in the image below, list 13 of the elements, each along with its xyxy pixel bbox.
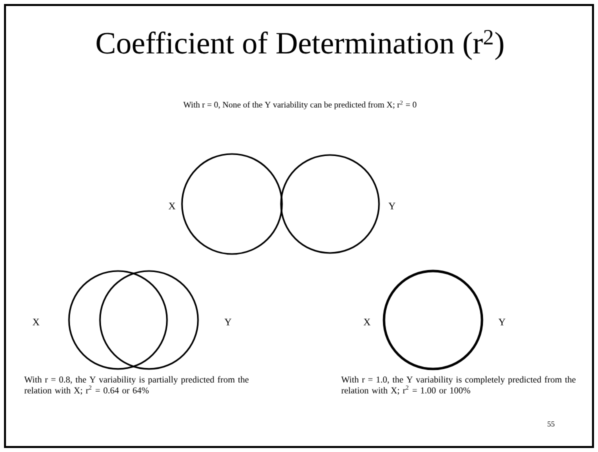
set-label: Y [224,318,232,326]
subtitle: With r = 0, None of the Y variability can be predicted from X; r$^{2}$ = 0 [183,100,416,110]
set-label: X [364,318,370,326]
set-circle [99,270,199,370]
title: Coefficient of Determination (r$^{2}$) [96,30,504,60]
set-label: Y [388,202,396,210]
set-label: X [32,318,40,326]
set-circle [68,270,168,370]
set-circle [181,153,283,255]
description-text: With r = 0.8, the Y variability is partially predicted from the relation with X; r$^{2}$ = 0.64 or 64% [24,376,249,395]
set-circle [382,270,484,370]
set-label: Y [498,318,506,326]
set-circle [280,154,380,254]
